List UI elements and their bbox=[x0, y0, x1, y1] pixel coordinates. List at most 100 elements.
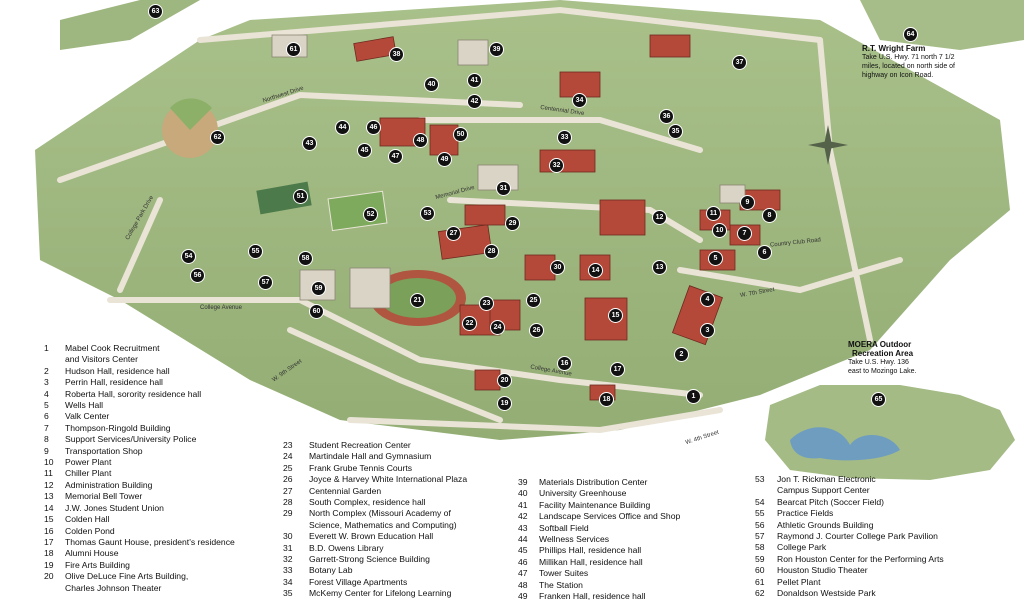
map-marker-6[interactable]: 6 bbox=[757, 245, 772, 260]
map-marker-3[interactable]: 3 bbox=[700, 323, 715, 338]
map-marker-33[interactable]: 33 bbox=[557, 130, 572, 145]
map-marker-37[interactable]: 37 bbox=[732, 55, 747, 70]
map-marker-5[interactable]: 5 bbox=[708, 251, 723, 266]
map-marker-12[interactable]: 12 bbox=[652, 210, 667, 225]
map-marker-43[interactable]: 43 bbox=[302, 136, 317, 151]
legend-number: 6 bbox=[44, 411, 49, 422]
map-marker-52[interactable]: 52 bbox=[363, 207, 378, 222]
map-marker-4[interactable]: 4 bbox=[700, 292, 715, 307]
map-marker-10[interactable]: 10 bbox=[712, 223, 727, 238]
legend-number: 43 bbox=[518, 522, 528, 533]
legend-text: Frank Grube Tennis Courts bbox=[309, 462, 413, 473]
legend-number: 61 bbox=[755, 576, 765, 587]
map-marker-54[interactable]: 54 bbox=[181, 249, 196, 264]
map-marker-36[interactable]: 36 bbox=[659, 109, 674, 124]
map-marker-48[interactable]: 48 bbox=[413, 133, 428, 148]
legend-number: 14 bbox=[44, 502, 54, 513]
legend-number: 2 bbox=[44, 365, 49, 376]
map-marker-18[interactable]: 18 bbox=[599, 392, 614, 407]
map-marker-2[interactable]: 2 bbox=[674, 347, 689, 362]
map-marker-42[interactable]: 42 bbox=[467, 94, 482, 109]
mozingo-lake bbox=[790, 427, 900, 461]
map-marker-28[interactable]: 28 bbox=[484, 244, 499, 259]
map-marker-17[interactable]: 17 bbox=[610, 362, 625, 377]
map-marker-63[interactable]: 63 bbox=[148, 4, 163, 19]
map-marker-24[interactable]: 24 bbox=[490, 320, 505, 335]
map-marker-44[interactable]: 44 bbox=[335, 120, 350, 135]
map-marker-23[interactable]: 23 bbox=[479, 296, 494, 311]
map-marker-34[interactable]: 34 bbox=[572, 93, 587, 108]
legend-text: Martindale Hall and Gymnasium bbox=[309, 451, 432, 462]
map-marker-21[interactable]: 21 bbox=[410, 293, 425, 308]
map-marker-13[interactable]: 13 bbox=[652, 260, 667, 275]
map-marker-25[interactable]: 25 bbox=[526, 293, 541, 308]
legend-text: Bearcat Pitch (Soccer Field) bbox=[777, 496, 884, 507]
map-marker-39[interactable]: 39 bbox=[489, 42, 504, 57]
map-marker-61[interactable]: 61 bbox=[286, 42, 301, 57]
map-marker-35[interactable]: 35 bbox=[668, 124, 683, 139]
map-marker-50[interactable]: 50 bbox=[453, 127, 468, 142]
legend-text: Colden Hall bbox=[65, 514, 110, 525]
road-north bbox=[197, 6, 823, 43]
map-marker-56[interactable]: 56 bbox=[190, 268, 205, 283]
map-marker-62[interactable]: 62 bbox=[210, 130, 225, 145]
map-marker-30[interactable]: 30 bbox=[550, 260, 565, 275]
map-marker-64[interactable]: 64 bbox=[903, 27, 918, 42]
map-marker-49[interactable]: 49 bbox=[437, 152, 452, 167]
map-marker-8[interactable]: 8 bbox=[762, 208, 777, 223]
map-marker-19[interactable]: 19 bbox=[497, 396, 512, 411]
map-marker-29[interactable]: 29 bbox=[505, 216, 520, 231]
legend-text: Everett W. Brown Education Hall bbox=[309, 531, 434, 542]
map-marker-46[interactable]: 46 bbox=[366, 120, 381, 135]
map-marker-59[interactable]: 59 bbox=[311, 281, 326, 296]
map-marker-1[interactable]: 1 bbox=[686, 389, 701, 404]
map-marker-55[interactable]: 55 bbox=[248, 244, 263, 259]
map-marker-27[interactable]: 27 bbox=[446, 226, 461, 241]
legend-text: Millikan Hall, residence hall bbox=[539, 556, 643, 567]
legend-number: 46 bbox=[518, 556, 528, 567]
map-marker-22[interactable]: 22 bbox=[462, 316, 477, 331]
map-marker-47[interactable]: 47 bbox=[388, 149, 403, 164]
legend-number: 42 bbox=[518, 511, 528, 522]
legend-number: 19 bbox=[44, 559, 54, 570]
map-marker-26[interactable]: 26 bbox=[529, 323, 544, 338]
map-marker-58[interactable]: 58 bbox=[298, 251, 313, 266]
legend-text: and Visitors Center bbox=[65, 354, 138, 365]
map-marker-9[interactable]: 9 bbox=[740, 195, 755, 210]
map-marker-57[interactable]: 57 bbox=[258, 275, 273, 290]
map-marker-41[interactable]: 41 bbox=[467, 73, 482, 88]
legend-text: Student Recreation Center bbox=[309, 440, 411, 450]
legend-text: Wellness Services bbox=[539, 534, 610, 545]
legend-text: Houston Studio Theater bbox=[777, 565, 868, 576]
legend-number: 26 bbox=[283, 474, 293, 485]
legend-number: 27 bbox=[283, 485, 293, 496]
map-marker-51[interactable]: 51 bbox=[293, 189, 308, 204]
map-marker-11[interactable]: 11 bbox=[706, 206, 721, 221]
legend-entry: 46 Millikan Hall, residence hall bbox=[518, 557, 680, 568]
legend-number: 31 bbox=[283, 542, 293, 553]
map-marker-16[interactable]: 16 bbox=[557, 356, 572, 371]
map-marker-60[interactable]: 60 bbox=[309, 304, 324, 319]
map-marker-40[interactable]: 40 bbox=[424, 77, 439, 92]
map-marker-53[interactable]: 53 bbox=[420, 206, 435, 221]
map-marker-65[interactable]: 65 bbox=[871, 392, 886, 407]
map-marker-15[interactable]: 15 bbox=[608, 308, 623, 323]
map-marker-7[interactable]: 7 bbox=[737, 226, 752, 241]
map-marker-20[interactable]: 20 bbox=[497, 373, 512, 388]
map-marker-38[interactable]: 38 bbox=[389, 47, 404, 62]
legend-number: 33 bbox=[283, 565, 293, 576]
map-marker-45[interactable]: 45 bbox=[357, 143, 372, 158]
legend-text: North Complex (Missouri Academy of bbox=[309, 508, 451, 519]
map-marker-14[interactable]: 14 bbox=[588, 263, 603, 278]
farm-desc-2: miles, located on north side of bbox=[862, 63, 955, 70]
map-marker-31[interactable]: 31 bbox=[496, 181, 511, 196]
legend-number: 48 bbox=[518, 579, 528, 590]
map-marker-32[interactable]: 32 bbox=[549, 158, 564, 173]
